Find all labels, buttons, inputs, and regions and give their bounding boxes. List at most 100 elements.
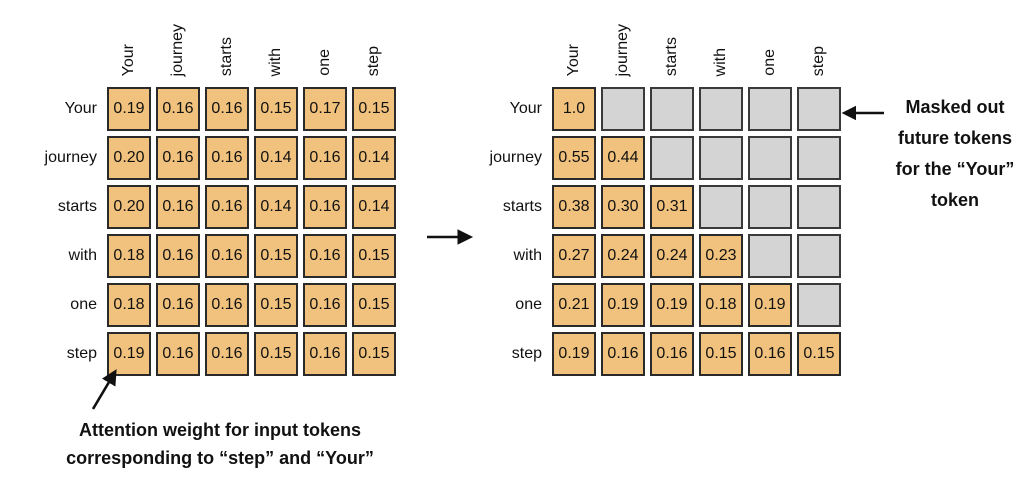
column-header: journey <box>156 10 200 82</box>
attention-weight-cell: 0.15 <box>352 283 396 327</box>
attention-weight-cell: 0.16 <box>156 234 200 278</box>
attention-weight-cell: 0.16 <box>650 332 694 376</box>
column-header-label: starts <box>663 36 680 76</box>
masked-cell <box>601 87 645 131</box>
attention-weight-cell: 0.16 <box>205 234 249 278</box>
row-header: with <box>68 247 97 264</box>
row-header: Your <box>509 100 542 117</box>
attention-weight-cell: 0.15 <box>797 332 841 376</box>
column-header: one <box>303 10 347 82</box>
column-header: Your <box>107 10 151 82</box>
attention-weight-cell: 0.19 <box>748 283 792 327</box>
masked-tokens-annotation: Masked out future tokens for the “Your” … <box>884 92 1026 216</box>
column-header-label: starts <box>218 36 235 76</box>
matrix-corner <box>32 10 102 82</box>
attention-weight-annotation: Attention weight for input tokens corres… <box>55 416 385 472</box>
attention-weight-cell: 0.15 <box>699 332 743 376</box>
row-header: step <box>66 345 97 362</box>
column-header: step <box>352 10 396 82</box>
weight-pointer-arrow-icon <box>91 369 117 410</box>
attention-weight-cell: 0.38 <box>552 185 596 229</box>
annotation-line: Masked out <box>905 97 1005 117</box>
attention-weight-cell: 0.15 <box>254 283 298 327</box>
attention-weight-cell: 0.27 <box>552 234 596 278</box>
masked-cell <box>797 234 841 278</box>
attention-weight-cell: 0.16 <box>156 87 200 131</box>
masked-cell <box>650 87 694 131</box>
masked-cell <box>797 185 841 229</box>
column-header-label: step <box>810 45 827 76</box>
attention-weight-cell: 0.20 <box>107 136 151 180</box>
masked-cell <box>748 185 792 229</box>
masked-cell <box>748 87 792 131</box>
column-header-label: journey <box>169 23 186 76</box>
masked-cell <box>797 136 841 180</box>
attention-weight-cell: 0.16 <box>205 185 249 229</box>
annotation-line: future tokens <box>897 128 1012 148</box>
row-header: journey <box>44 149 97 166</box>
attention-weight-cell: 0.16 <box>303 283 347 327</box>
annotation-line: corresponding to “step” and “Your” <box>66 448 374 468</box>
column-header-label: with <box>267 47 284 76</box>
row-header: starts <box>57 198 97 215</box>
attention-weight-cell: 0.14 <box>254 136 298 180</box>
attention-weight-cell: 0.14 <box>352 136 396 180</box>
attention-weight-cell: 0.16 <box>156 185 200 229</box>
masked-cell <box>699 87 743 131</box>
attention-weight-cell: 0.16 <box>156 332 200 376</box>
attention-weight-cell: 0.17 <box>303 87 347 131</box>
attention-weight-cell: 0.15 <box>352 234 396 278</box>
column-header-label: one <box>316 49 333 76</box>
masked-cell <box>797 87 841 131</box>
attention-weight-cell: 0.24 <box>601 234 645 278</box>
attention-weight-cell: 0.19 <box>552 332 596 376</box>
attention-weight-cell: 0.24 <box>650 234 694 278</box>
row-header: step <box>511 345 542 362</box>
attention-weight-cell: 0.15 <box>254 332 298 376</box>
row-header: one <box>515 296 542 313</box>
column-header-label: step <box>365 45 382 76</box>
masked-cells-pointer-arrow-icon <box>841 105 884 121</box>
annotation-line: Attention weight for input tokens <box>79 420 361 440</box>
attention-weight-cell: 0.16 <box>748 332 792 376</box>
column-header: with <box>254 10 298 82</box>
attention-weight-cell: 0.14 <box>254 185 298 229</box>
attention-weight-cell: 0.23 <box>699 234 743 278</box>
attention-weight-cell: 0.16 <box>205 283 249 327</box>
attention-weight-cell: 0.30 <box>601 185 645 229</box>
attention-weight-cell: 0.15 <box>254 234 298 278</box>
column-header-label: Your <box>565 43 582 76</box>
attention-weight-cell: 0.31 <box>650 185 694 229</box>
annotation-line: for the “Your” <box>895 159 1015 179</box>
masked-cell <box>748 136 792 180</box>
attention-weight-cell: 0.21 <box>552 283 596 327</box>
attention-weight-cell: 0.16 <box>303 234 347 278</box>
attention-weight-cell: 0.18 <box>699 283 743 327</box>
attention-weight-cell: 0.20 <box>107 185 151 229</box>
attention-weight-cell: 0.16 <box>303 332 347 376</box>
column-header: journey <box>601 10 645 82</box>
column-header: starts <box>205 10 249 82</box>
masked-cell <box>699 136 743 180</box>
column-header: with <box>699 10 743 82</box>
attention-weight-cell: 0.55 <box>552 136 596 180</box>
attention-weight-cell: 0.16 <box>601 332 645 376</box>
attention-weight-cell: 0.16 <box>156 136 200 180</box>
attention-weight-cell: 0.16 <box>303 136 347 180</box>
column-header-label: journey <box>614 23 631 76</box>
column-header: Your <box>552 10 596 82</box>
attention-weight-cell: 0.19 <box>107 87 151 131</box>
column-header-label: one <box>761 49 778 76</box>
attention-weight-cell: 0.18 <box>107 283 151 327</box>
attention-weight-cell: 1.0 <box>552 87 596 131</box>
masked-cell <box>650 136 694 180</box>
attention-weight-cell: 0.15 <box>254 87 298 131</box>
attention-weight-cell: 0.16 <box>205 136 249 180</box>
masked-cell <box>748 234 792 278</box>
column-header-label: with <box>712 47 729 76</box>
row-header: one <box>70 296 97 313</box>
matrix-corner <box>477 10 547 82</box>
attention-weight-cell: 0.18 <box>107 234 151 278</box>
